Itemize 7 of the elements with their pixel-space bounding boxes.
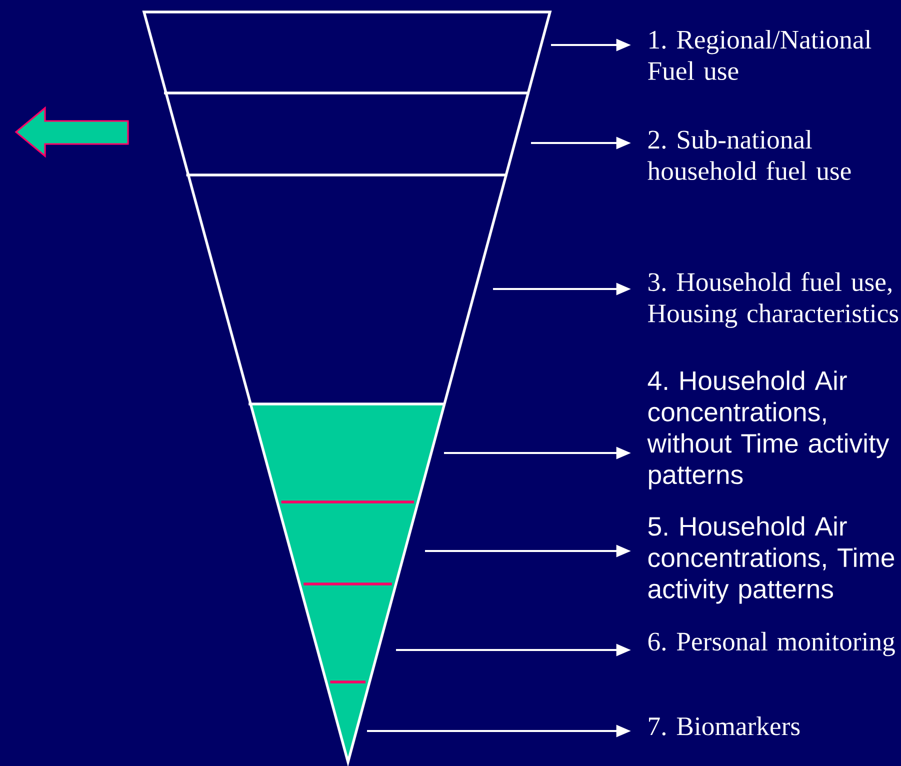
level-label: 1. Regional/National Fuel use — [648, 30, 872, 80]
level-label: 3. Household fuel use, Housing characteristics — [648, 272, 898, 328]
level-label: 7. Biomarkers — [649, 716, 800, 736]
level-label: 2. Sub-national household fuel use — [648, 130, 851, 180]
level-label: 5. Household Air concentrations, Time activity patterns — [648, 516, 894, 604]
level-label: 6. Personal monitoring — [648, 632, 895, 656]
level-label: 4. Household Air concentrations, without Time activity patterns — [647, 370, 890, 490]
